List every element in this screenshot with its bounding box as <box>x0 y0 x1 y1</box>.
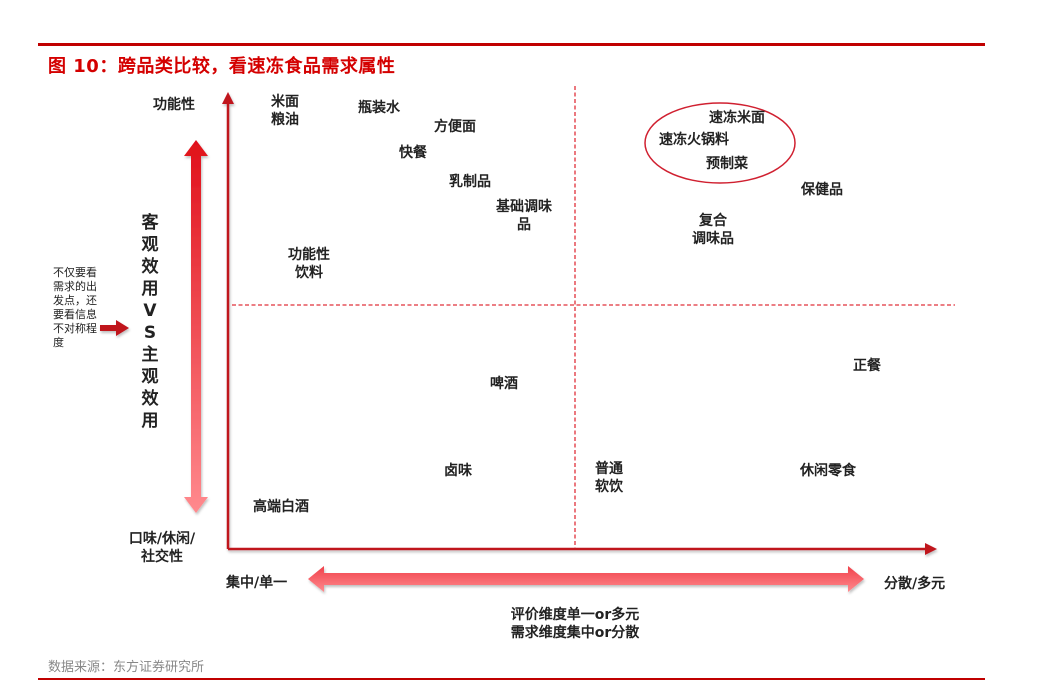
point-kuaican: 快餐 <box>399 145 427 161</box>
x-axis-caption: 评价维度单一or多元 需求维度集中or分散 <box>470 606 680 642</box>
point-gongnengxing-yinliao: 功能性 饮料 <box>288 247 330 281</box>
point-fuhe-tiaoweipin: 复合 调味品 <box>692 213 734 247</box>
y-axis-top-label: 功能性 <box>153 97 195 113</box>
y-axis-bottom-label: 口味/休闲/ 社交性 <box>112 530 212 566</box>
axes <box>222 92 937 555</box>
point-yuzhicai: 预制菜 <box>706 156 748 172</box>
x-axis-right-label: 分散/多元 <box>884 576 946 592</box>
point-xiuxian-lingshi: 休闲零食 <box>800 463 856 479</box>
point-putong-ruanyin: 普通 软饮 <box>595 461 623 495</box>
point-gaoduan-baijiu: 高端白酒 <box>253 499 309 515</box>
y-dimension-label: 客观效用VS主观效用 <box>141 213 159 431</box>
note-arrow <box>100 320 129 336</box>
horizontal-dimension-arrow <box>308 566 864 592</box>
side-note: 不仅要看需求的出发点，还要看信息不对称程度 <box>53 266 97 349</box>
point-ruzhipin: 乳制品 <box>449 174 491 190</box>
point-mimian-liangyou: 米面 粮油 <box>271 94 299 128</box>
y-axis-bottom-label-line2: 社交性 <box>141 549 183 565</box>
point-sudong-mimian: 速冻米面 <box>709 110 765 126</box>
point-jichu-tiaoweipin: 基础调味 品 <box>496 199 552 233</box>
y-axis-bottom-label-line1: 口味/休闲/ <box>128 531 196 547</box>
point-zhengcan: 正餐 <box>853 358 881 374</box>
point-pijiu: 啤酒 <box>490 376 518 392</box>
vertical-dimension-arrow <box>184 140 208 513</box>
data-source: 数据来源：东方证券研究所 <box>48 660 205 675</box>
point-sudong-huoguoliao: 速冻火锅料 <box>659 132 729 148</box>
x-axis-left-label: 集中/单一 <box>226 575 288 591</box>
footer-rule <box>38 678 985 680</box>
point-fangbianmian: 方便面 <box>434 119 476 135</box>
highlight-ellipse <box>644 102 796 184</box>
point-pingzhuangshui: 瓶装水 <box>358 100 400 116</box>
x-axis-caption-line1: 评价维度单一or多元 <box>510 607 640 623</box>
point-luwei: 卤味 <box>444 463 472 479</box>
point-baojianpin: 保健品 <box>801 182 843 198</box>
x-axis-caption-line2: 需求维度集中or分散 <box>510 625 640 641</box>
header-rule <box>38 43 985 46</box>
figure-title: 图 10：跨品类比较，看速冻食品需求属性 <box>48 56 396 77</box>
